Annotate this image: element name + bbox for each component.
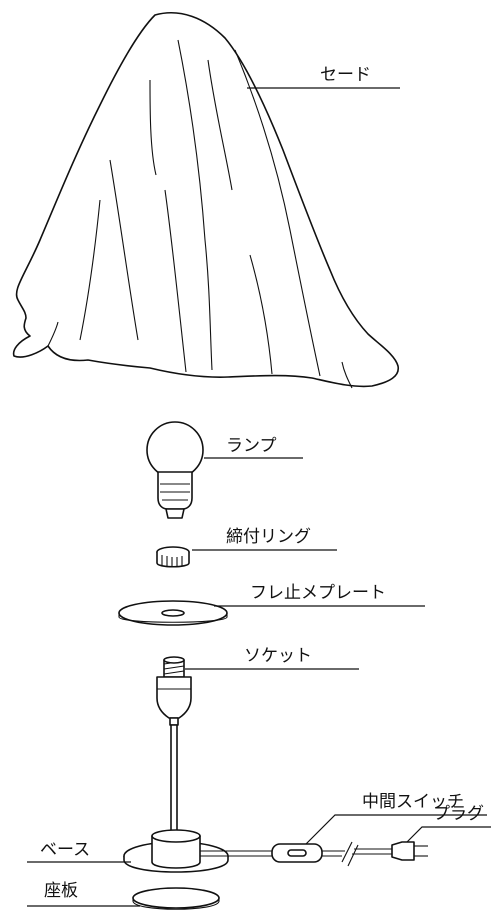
lamp-base [123, 724, 229, 873]
plate-label: フレ止メプレート [250, 583, 386, 603]
plug-label: プラグ [433, 804, 484, 824]
plug-leader [406, 826, 491, 843]
lamp-label: ランプ [226, 436, 277, 456]
lamp-bulb [146, 421, 204, 519]
tightening-ring [156, 546, 190, 568]
cord-switch-plug [200, 841, 428, 867]
ring-label: 締付リング [226, 527, 311, 547]
switch-label: 中間スイッチ [362, 792, 464, 812]
socket [156, 656, 192, 726]
shade-label: セード [320, 65, 371, 85]
board-label: 座板 [44, 881, 78, 901]
shade [12, 11, 399, 389]
anti-shake-plate [118, 600, 228, 626]
socket-label: ソケット [244, 646, 312, 666]
base-board [132, 887, 220, 910]
switch-leader [305, 814, 487, 845]
base-label: ベース [40, 840, 90, 860]
